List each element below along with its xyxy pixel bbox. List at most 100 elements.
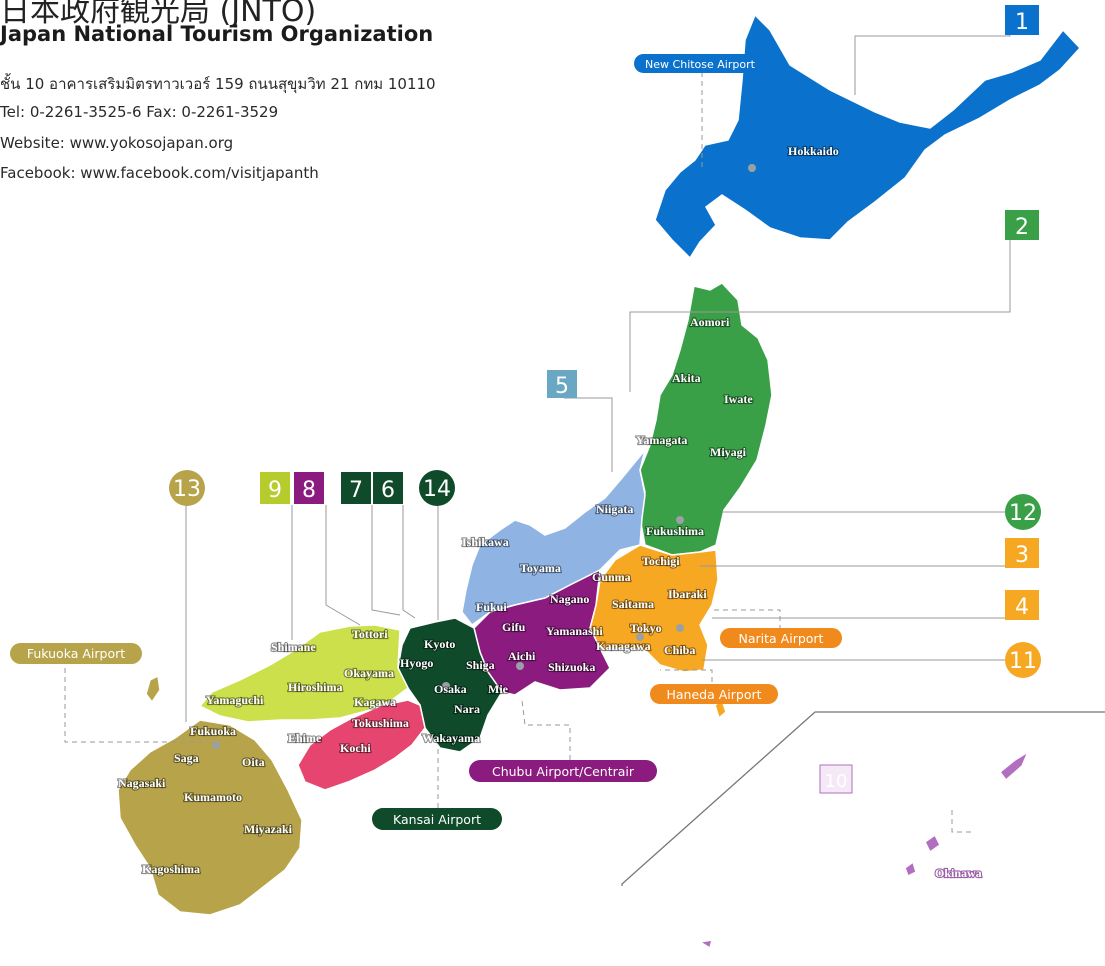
island-yaeyama: [697, 939, 714, 950]
jnto-english-title: Japan National Tourism Organization: [0, 22, 434, 46]
badge-7[interactable]: 7: [341, 472, 371, 504]
pref-kagawa: Kagawa: [354, 695, 396, 709]
pref-akita: Akita: [672, 371, 701, 385]
facebook-link[interactable]: Facebook: www.facebook.com/visitjapanth: [0, 164, 319, 182]
pref-yamanashi: Yamanashi: [546, 624, 603, 638]
pref-tokushima: Tokushima: [352, 716, 409, 730]
pref-miyagi: Miyagi: [710, 445, 747, 459]
pref-shimane: Shimane: [271, 640, 316, 654]
pref-shizuoka: Shizuoka: [548, 660, 595, 674]
svg-text:6: 6: [381, 478, 395, 503]
svg-text:Fukuoka Airport: Fukuoka Airport: [27, 646, 125, 661]
pref-chiba: Chiba: [664, 643, 695, 657]
pref-fukuoka: Fukuoka: [190, 724, 236, 738]
pref-kyoto: Kyoto: [424, 637, 455, 651]
pref-fukui: Fukui: [476, 600, 507, 614]
badge-12[interactable]: 12: [1005, 494, 1041, 530]
svg-text:13: 13: [173, 477, 201, 502]
svg-text:12: 12: [1009, 501, 1037, 526]
island-tsushima: [145, 674, 161, 704]
svg-text:2: 2: [1015, 215, 1029, 240]
airport-narita[interactable]: Narita Airport: [720, 628, 842, 648]
airport-haneda[interactable]: Haneda Airport: [650, 684, 778, 704]
pref-hiroshima: Hiroshima: [288, 680, 342, 694]
pref-gunma: Gunma: [592, 570, 631, 584]
website-link[interactable]: Website: www.yokosojapan.org: [0, 134, 234, 152]
svg-text:11: 11: [1009, 649, 1037, 674]
pref-ibaraki: Ibaraki: [668, 587, 707, 601]
badge-4[interactable]: 4: [1005, 590, 1039, 620]
airport-leader-lines: [64, 72, 975, 833]
badge-6[interactable]: 6: [373, 472, 403, 504]
island-okinawa-small: [904, 860, 917, 878]
pref-miyazaki: Miyazaki: [244, 822, 293, 836]
region-shikoku[interactable]: [297, 699, 426, 791]
pref-yamaguchi: Yamaguchi: [206, 693, 264, 707]
badge-11[interactable]: 11: [1005, 642, 1041, 678]
badge-14[interactable]: 14: [419, 470, 455, 506]
badge-2[interactable]: 2: [1005, 210, 1039, 240]
pref-nagano: Nagano: [550, 592, 589, 606]
pref-osaka: Osaka: [434, 682, 467, 696]
badge-10[interactable]: 10: [819, 764, 853, 794]
airport-chubu-centrair[interactable]: Chubu Airport/Centrair: [469, 760, 657, 782]
badge-8[interactable]: 8: [294, 472, 324, 504]
pref-nagasaki: Nagasaki: [118, 776, 166, 790]
badge-13[interactable]: 13: [169, 470, 205, 506]
pref-oita: Oita: [242, 755, 265, 769]
pref-hyogo: Hyogo: [400, 656, 433, 670]
badge-5[interactable]: 5: [547, 370, 577, 399]
pref-okinawa: Okinawa: [935, 866, 982, 880]
pref-tochigi: Tochigi: [642, 554, 680, 568]
pref-saitama: Saitama: [612, 597, 654, 611]
badge-3[interactable]: 3: [1005, 538, 1039, 568]
pref-shiga: Shiga: [466, 658, 495, 672]
pref-nara: Nara: [454, 702, 480, 716]
svg-text:New Chitose Airport: New Chitose Airport: [645, 58, 756, 71]
pref-ishikawa: Ishikawa: [462, 535, 509, 549]
region-chugoku[interactable]: [198, 624, 409, 723]
svg-text:1: 1: [1015, 10, 1029, 35]
pref-kagoshima: Kagoshima: [142, 862, 200, 876]
pref-iwate: Iwate: [724, 392, 753, 406]
prefecture-labels: Hokkaido Aomori Akita Iwate Yamagata Miy…: [117, 143, 983, 881]
okinawa-inset-border: [621, 711, 1105, 886]
city-dots: [212, 164, 756, 749]
pref-niigata: Niigata: [596, 502, 633, 516]
pref-aichi: Aichi: [508, 649, 536, 663]
svg-text:3: 3: [1015, 543, 1029, 568]
pref-okayama: Okayama: [344, 666, 394, 680]
pref-wakayama: Wakayama: [422, 731, 480, 745]
svg-text:4: 4: [1015, 595, 1029, 620]
island-okinawa-main: [924, 833, 941, 854]
pref-tokyo: Tokyo: [630, 621, 662, 635]
pref-tottori: Tottori: [352, 627, 388, 641]
pref-ehime: Ehime: [288, 731, 322, 745]
region-kyushu[interactable]: [117, 719, 303, 916]
airport-new-chitose[interactable]: New Chitose Airport: [634, 54, 766, 73]
badge-9[interactable]: 9: [260, 472, 290, 504]
pref-toyama: Toyama: [520, 561, 561, 575]
svg-text:14: 14: [423, 477, 451, 502]
svg-text:Narita Airport: Narita Airport: [739, 631, 824, 646]
svg-text:Kansai Airport: Kansai Airport: [393, 812, 481, 827]
region-hokkaido[interactable]: [654, 13, 1082, 260]
pref-kochi: Kochi: [340, 741, 371, 755]
jnto-japanese-title: 日本政府観光局 (JNTO): [0, 0, 317, 29]
office-address: ชั้น 10 อาคารเสริมมิตรทาวเวอร์ 159 ถนนสุ…: [0, 75, 436, 93]
svg-text:5: 5: [555, 374, 569, 399]
svg-text:8: 8: [302, 478, 316, 503]
pref-kumamoto: Kumamoto: [184, 790, 242, 804]
airport-fukuoka[interactable]: Fukuoka Airport: [10, 643, 142, 664]
region-tohoku[interactable]: [639, 282, 773, 556]
svg-text:9: 9: [268, 478, 282, 503]
contact-phone-fax: Tel: 0-2261-3525-6 Fax: 0-2261-3529: [0, 103, 279, 121]
badge-1[interactable]: 1: [1005, 5, 1039, 35]
pref-kanagawa: Kanagawa: [596, 639, 651, 653]
pref-gifu: Gifu: [502, 620, 526, 634]
region-chubu-central[interactable]: [473, 568, 611, 696]
svg-text:Chubu Airport/Centrair: Chubu Airport/Centrair: [492, 764, 635, 779]
airport-kansai[interactable]: Kansai Airport: [372, 808, 502, 830]
pref-yamagata: Yamagata: [636, 433, 687, 447]
